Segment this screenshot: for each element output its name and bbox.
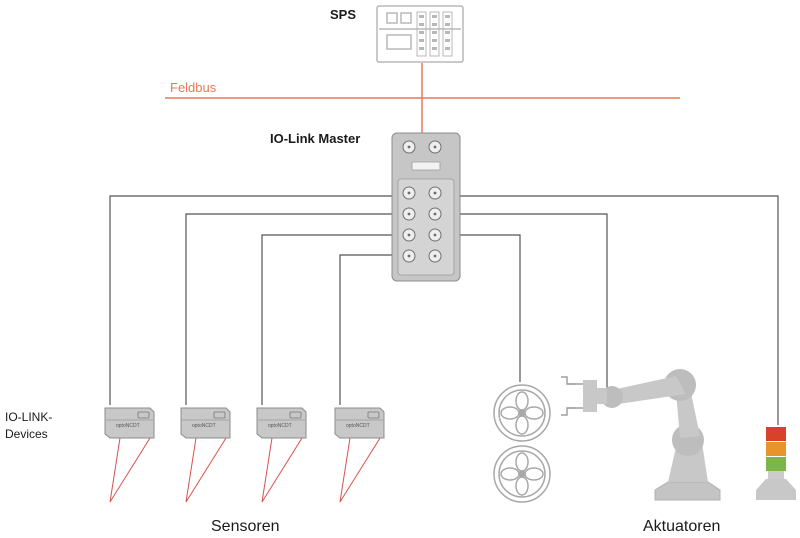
signal-lamp-icon bbox=[756, 427, 796, 500]
wiring bbox=[109, 195, 779, 425]
sensor-logo-3 bbox=[289, 411, 302, 419]
sensor-device-2: optoNCDT bbox=[180, 407, 231, 503]
sensor-device-1: optoNCDT bbox=[104, 407, 155, 503]
wire-sensor-4 bbox=[339, 254, 405, 405]
laser-beam-2 bbox=[185, 437, 227, 503]
gripper-icon bbox=[561, 376, 583, 416]
plc-label: SPS bbox=[330, 7, 356, 22]
actuators-label: Aktuatoren bbox=[643, 518, 720, 535]
robot-arm-icon bbox=[561, 369, 721, 501]
laser-beam-4 bbox=[339, 437, 381, 503]
master-label: IO-Link Master bbox=[270, 131, 360, 146]
sensor-logo-2 bbox=[213, 411, 226, 419]
sensors-label: Sensoren bbox=[211, 518, 280, 535]
sensor-logo-1 bbox=[137, 411, 150, 419]
wire-fan bbox=[440, 234, 521, 382]
devices-label-line2: Devices bbox=[5, 427, 48, 441]
sensor-logo-4 bbox=[367, 411, 380, 419]
laser-beam-3 bbox=[261, 437, 303, 503]
laser-beam-1 bbox=[109, 437, 151, 503]
wire-sensor-3 bbox=[261, 234, 405, 405]
sensor-brand-4: optoNCDT bbox=[346, 423, 370, 429]
wire-sensor-2 bbox=[185, 213, 405, 405]
wire-sensor-1 bbox=[109, 195, 405, 405]
sensor-device-4: optoNCDT bbox=[334, 407, 385, 503]
fieldbus-label: Feldbus bbox=[170, 80, 217, 95]
sensor-brand-3: optoNCDT bbox=[268, 423, 292, 429]
fan-icon-top bbox=[493, 384, 551, 442]
sensor-brand-2: optoNCDT bbox=[192, 423, 216, 429]
fan-icon-bottom bbox=[493, 445, 551, 503]
plc-icon bbox=[376, 5, 464, 63]
io-link-master bbox=[391, 132, 461, 282]
wire-lamp bbox=[440, 195, 779, 425]
sensor-brand-1: optoNCDT bbox=[116, 423, 140, 429]
devices-label-line1: IO-LINK- bbox=[5, 410, 52, 424]
wire-gripper bbox=[440, 213, 608, 395]
sensor-device-3: optoNCDT bbox=[256, 407, 307, 503]
